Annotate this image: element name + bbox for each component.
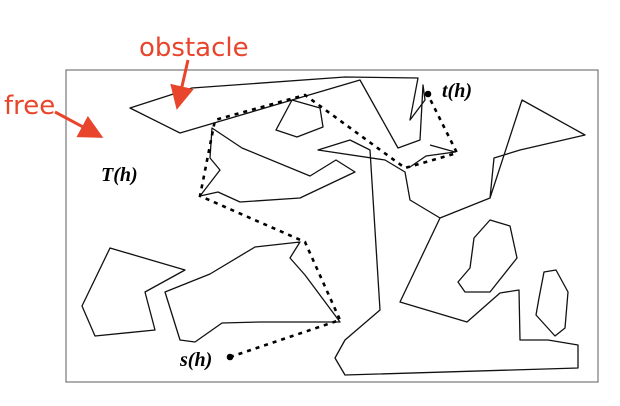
start-point — [226, 353, 234, 361]
label-start: s(h) — [179, 349, 212, 371]
path-dashed — [198, 93, 459, 359]
obstacle-right-blob — [457, 219, 518, 293]
annotation-obstacle: obstacle — [139, 33, 249, 63]
workspace-frame — [65, 69, 599, 383]
target-point — [424, 90, 432, 98]
obstacle-center-left — [199, 127, 356, 203]
label-tree: T(h) — [101, 164, 138, 186]
arrow-free — [54, 110, 104, 138]
obstacle-tall-center — [317, 99, 586, 376]
label-target: t(h) — [442, 80, 472, 102]
obstacle-bottom-left — [81, 247, 186, 337]
arrow-obstacle — [170, 59, 194, 110]
obstacle-small-quad — [275, 99, 324, 138]
obstacle-bottom-middle — [164, 241, 341, 343]
annotation-free: free — [4, 91, 55, 121]
obstacle-right-small — [535, 269, 569, 337]
obstacle-top-banner — [129, 76, 426, 149]
obstacles — [81, 76, 586, 376]
obstacle-right-arm — [409, 144, 456, 168]
